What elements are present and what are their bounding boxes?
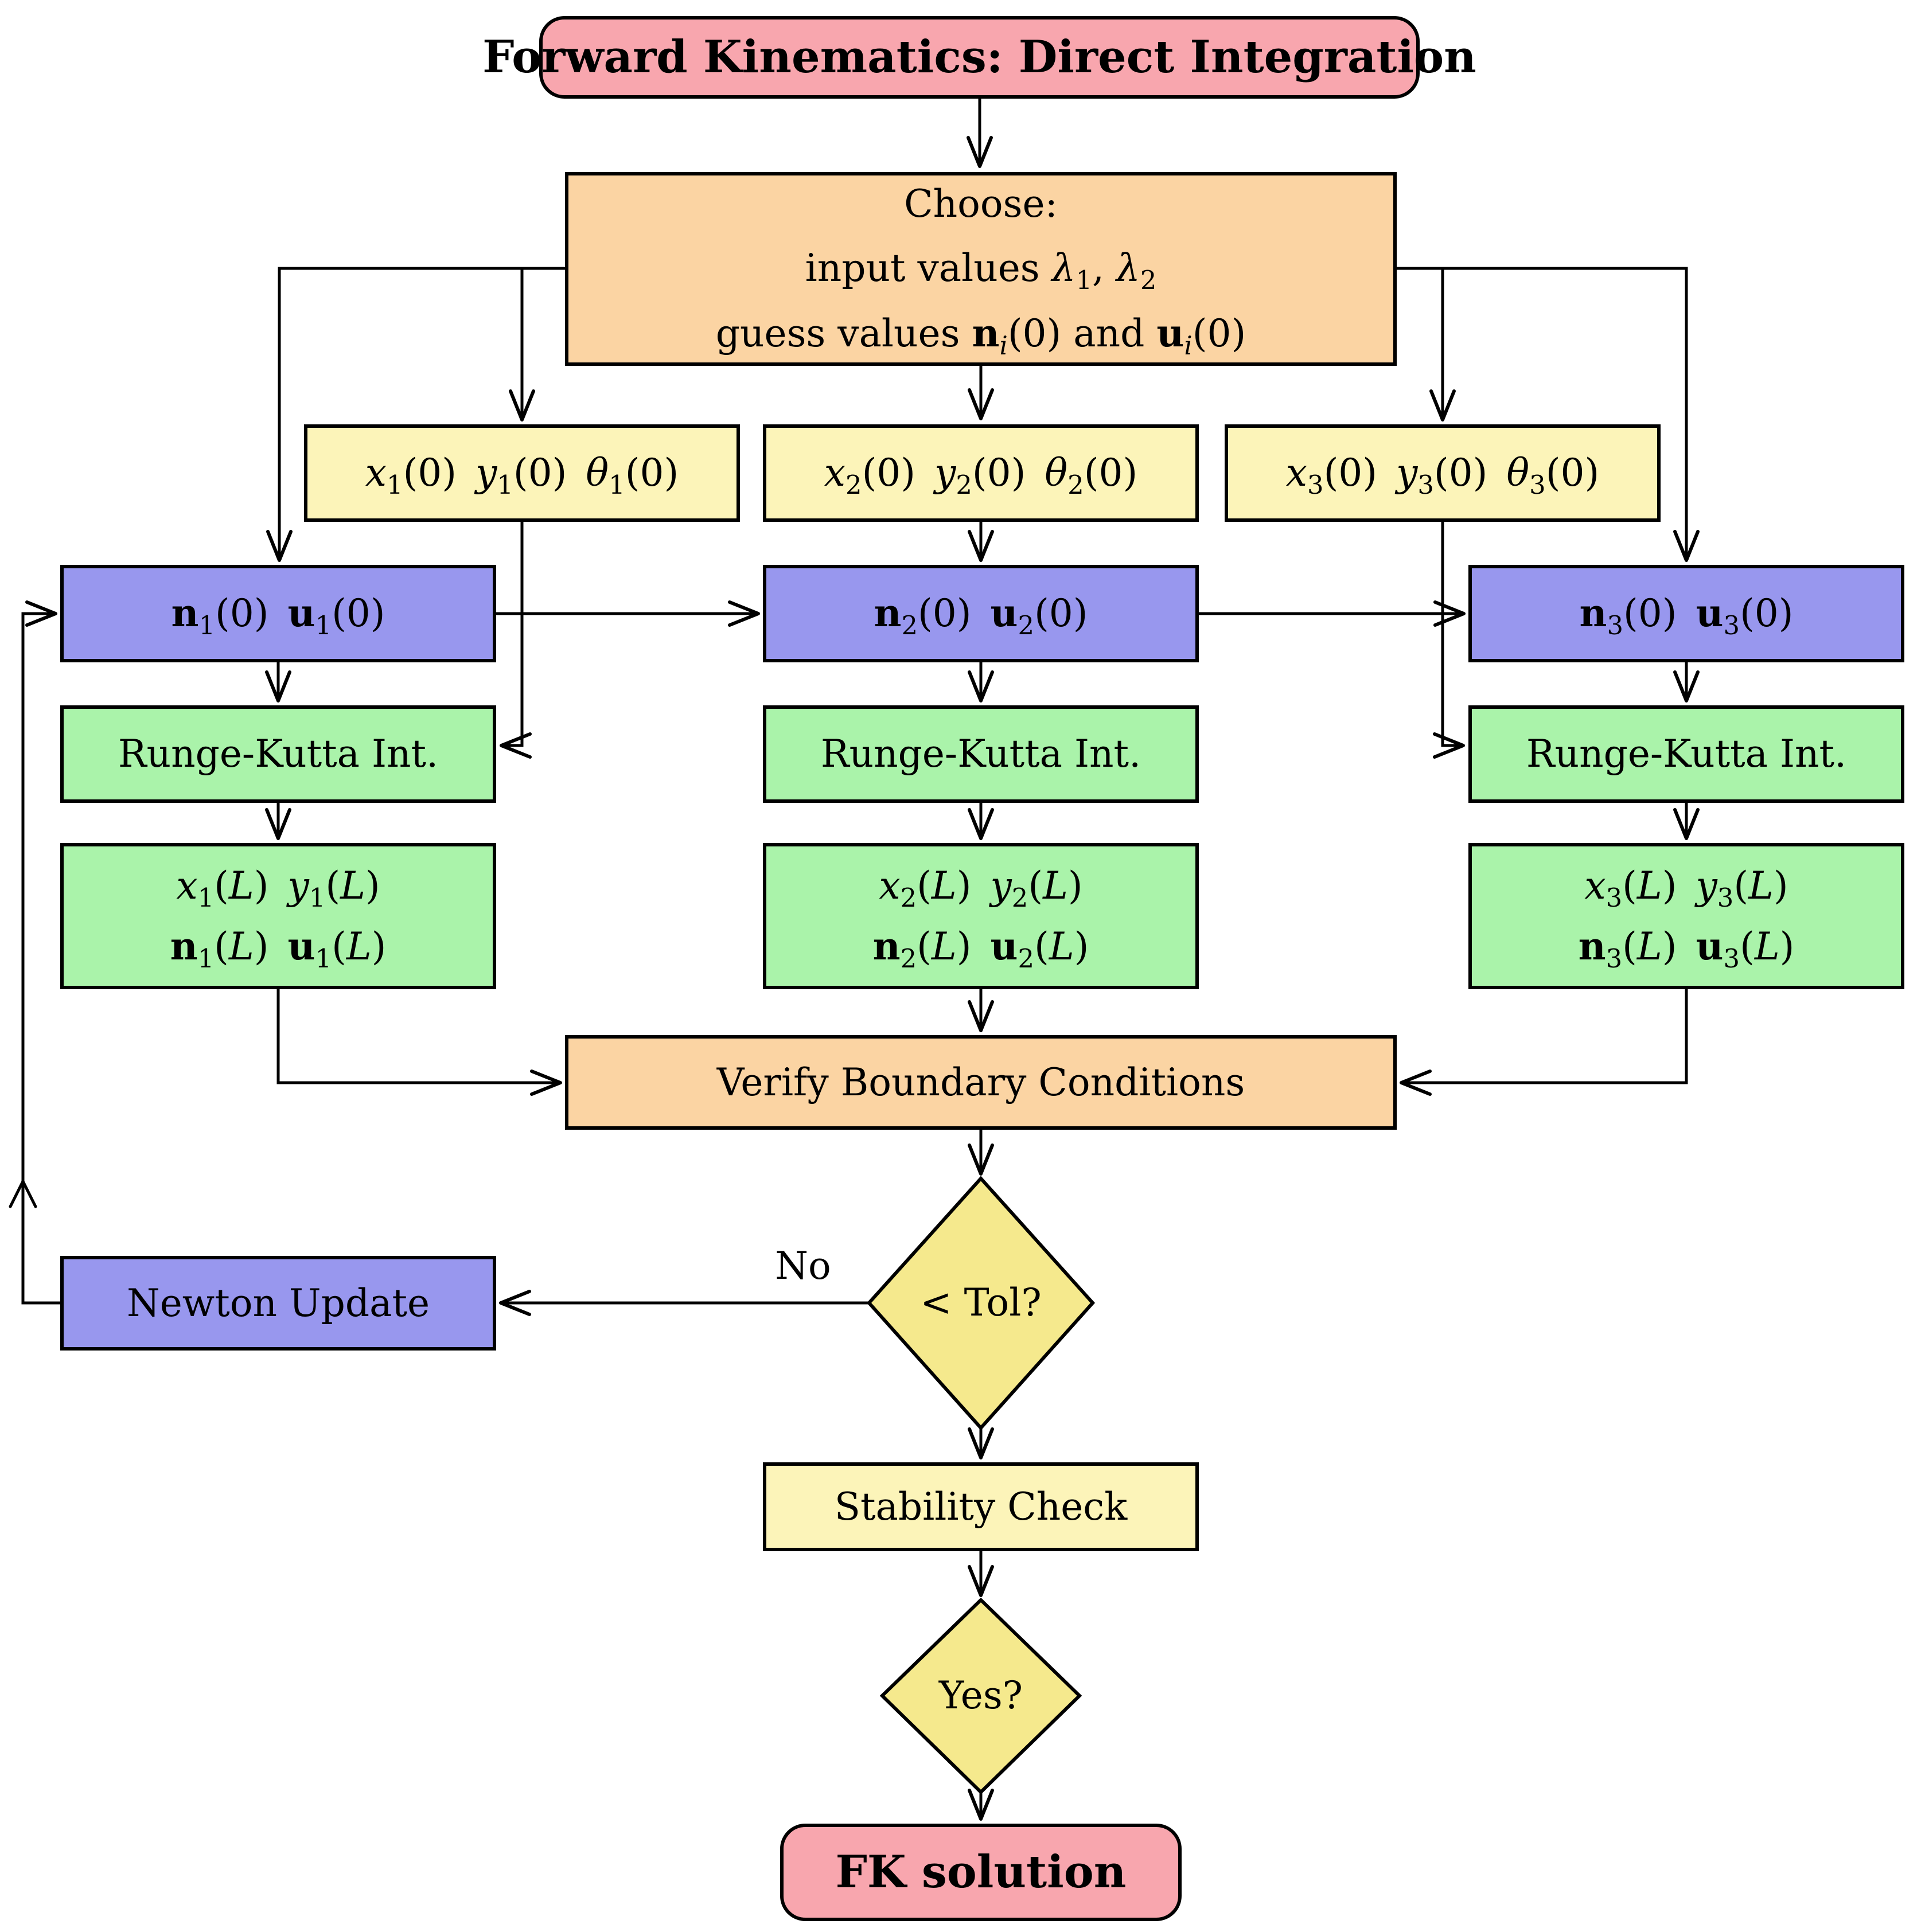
arrow-result-1-to-verify	[276, 989, 562, 1096]
guess-box-1: n1(0) u1(0)	[60, 565, 496, 662]
result-box-2: x2(L) y2(L)n2(L) u2(L)	[763, 843, 1199, 989]
arrow-init-1-to-integrate-1	[500, 522, 532, 759]
init-box-2: x2(0) y2(0) θ2(0)	[763, 424, 1199, 522]
guess-box-2: n2(0) u2(0)	[763, 565, 1199, 662]
verify-box: Verify Boundary Conditions	[565, 1035, 1397, 1130]
yes-label: Yes?	[938, 1673, 1023, 1718]
runge-kutta-box-2: Runge-Kutta Int.	[763, 705, 1199, 803]
arrow-init-3-to-integrate-3	[1433, 522, 1465, 759]
arrow-result-3-to-verify	[1400, 989, 1688, 1096]
result-box-1: x1(L) y1(L)n1(L) u1(L)	[60, 843, 496, 989]
title-box: Forward Kinematics: Direct Integration	[482, 16, 1476, 99]
stability-box: Stability Check	[763, 1462, 1199, 1551]
init-box-3: x3(0) y3(0) θ3(0)	[1225, 424, 1661, 522]
tolerance-label: < Tol?	[920, 1281, 1042, 1325]
result-box-3: x3(L) y3(L)n3(L) u3(L)	[1468, 843, 1904, 989]
guess-box-3: n3(0) u3(0)	[1468, 565, 1904, 662]
newton-box: Newton Update	[60, 1256, 496, 1351]
yes-diamond-shape	[879, 1597, 1082, 1795]
arrow-choose-to-guess-1	[266, 267, 565, 562]
feedback-mid-arrowhead	[9, 1180, 37, 1208]
runge-kutta-box-3: Runge-Kutta Int.	[1468, 705, 1904, 803]
init-box-1: x1(0) y1(0) θ1(0)	[304, 424, 740, 522]
arrow-choose-to-guess-3	[1397, 267, 1700, 562]
arrow-newton-to-guess-1	[21, 600, 60, 1305]
fk-solution-box: FK solution	[780, 1824, 1182, 1921]
no-label: No	[775, 1243, 831, 1288]
tolerance-diamond-shape	[866, 1176, 1096, 1431]
runge-kutta-box-1: Runge-Kutta Int.	[60, 705, 496, 803]
